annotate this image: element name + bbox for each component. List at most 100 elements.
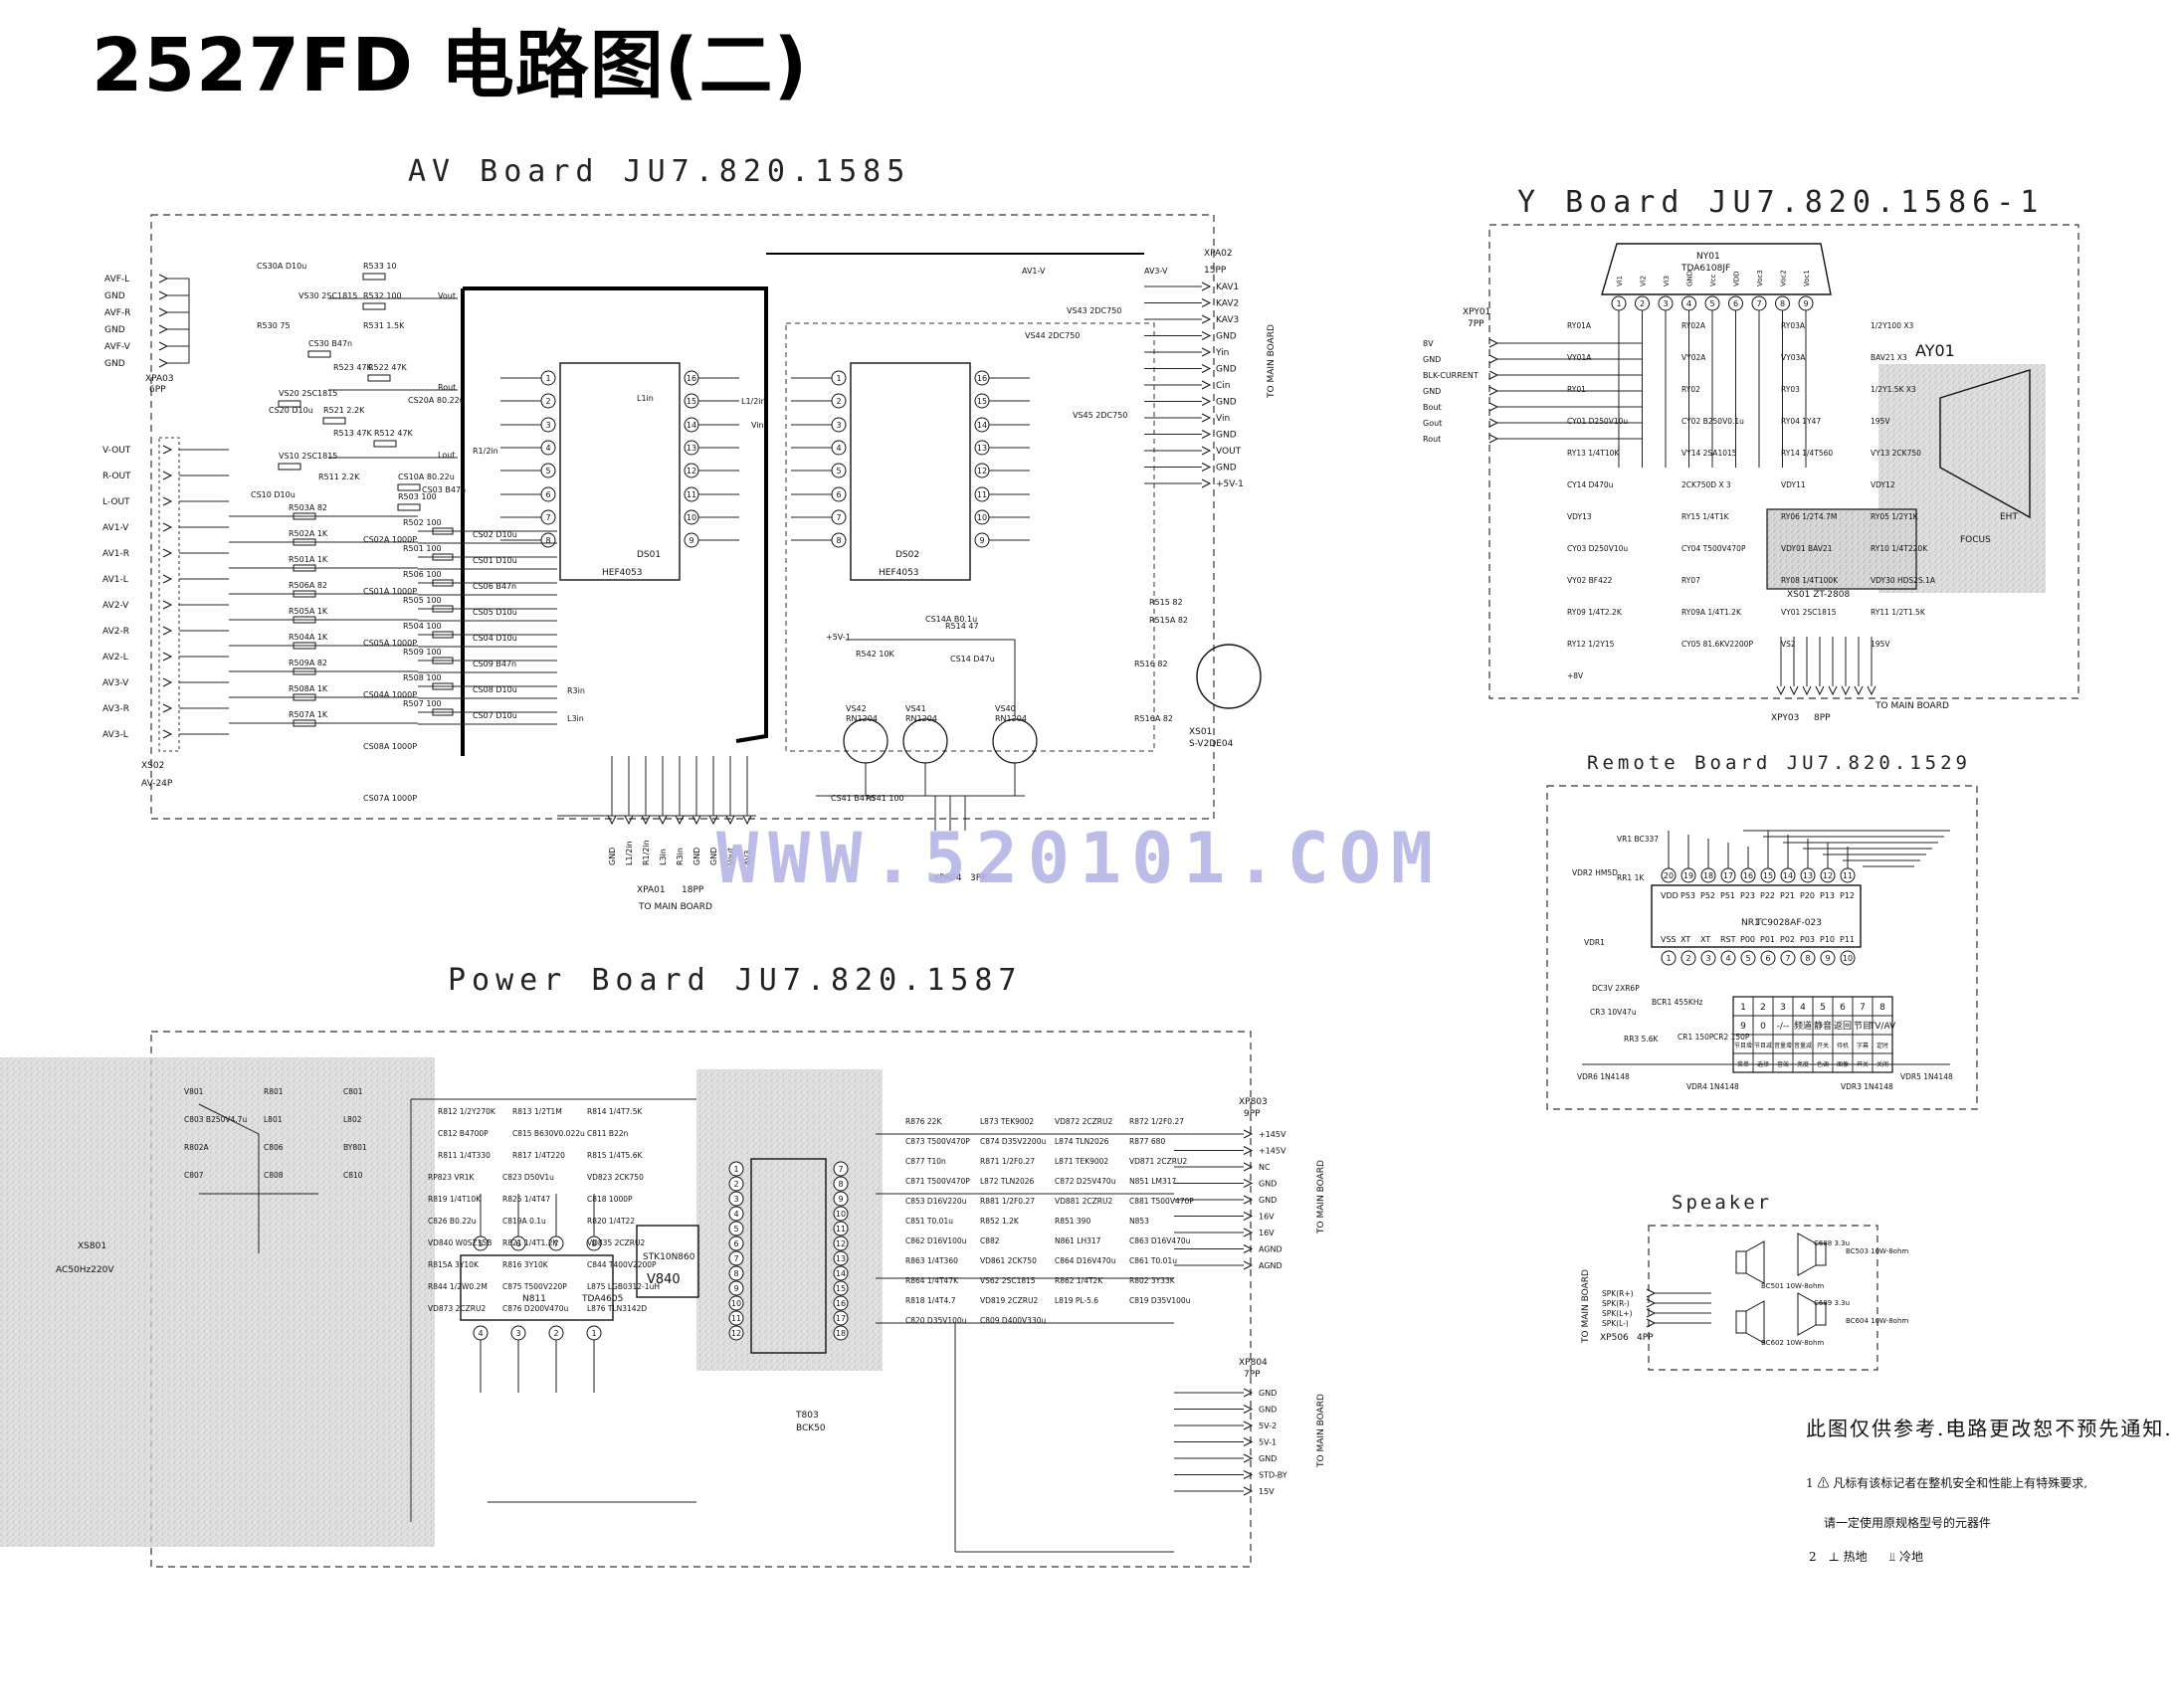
av-ic-pin-number: 12 [687, 467, 696, 475]
speaker-icon [1735, 1310, 1747, 1334]
speaker-cone-icon [1797, 1233, 1817, 1276]
power-part-label: L876 TLN3142D [587, 1304, 647, 1313]
remote-ic-top-label: P51 [1720, 891, 1735, 900]
y-part-label: VY02 BF422 [1567, 576, 1613, 585]
y-part-label: 2CK750D X 3 [1681, 480, 1731, 489]
transformer-pin [833, 1295, 849, 1311]
av-right-output-label: GND [1216, 398, 1237, 408]
y-part-label: RY01A [1567, 321, 1592, 330]
power-output2-label: 15V [1259, 1487, 1275, 1496]
connector-pin [1867, 685, 1876, 696]
av-resistor-label: R507A 1K [289, 710, 328, 719]
power-ic1-pin-number: 4 [478, 1329, 483, 1338]
av-bottom-connector-id: XPA01 [637, 885, 666, 895]
y-part-label: RY09A 1/4T1.2K [1681, 608, 1742, 617]
connector-pin [1243, 1405, 1254, 1414]
av-top-part-label: VS30 2SC1815 [298, 291, 357, 300]
av-mid-part-label: CS07 D10u [473, 711, 517, 720]
av-ic-pin-number: 4 [836, 444, 841, 453]
av-ic-pin-number: 4 [545, 444, 550, 453]
av-input-label: L-OUT [102, 497, 130, 507]
connector-pin [1243, 1179, 1254, 1188]
power-part-label: R864 1/4T47K [905, 1276, 959, 1285]
av-misc-part-label: CS41 B47n [831, 794, 875, 803]
y-ic-pin-label: GND [1686, 271, 1694, 286]
av-mid-part-label: R501 100 [403, 544, 442, 553]
power-input-label: AC50Hz220V [56, 1265, 114, 1275]
remote-ic-pin [1720, 950, 1736, 966]
keypad-key-label: 1 [1740, 1003, 1746, 1013]
connector-pin [1243, 1260, 1254, 1270]
power-part-label: R872 1/2F0.27 [1129, 1117, 1184, 1126]
keypad-key-label: 6 [1840, 1003, 1846, 1013]
connector-pin [158, 341, 169, 351]
power-part-label: C807 [184, 1171, 204, 1180]
connector-pin [162, 703, 173, 713]
power-to-main-1: TO MAIN BOARD [1316, 1160, 1326, 1234]
connector-pin [725, 815, 735, 826]
av-net-label: R1/2in [473, 447, 498, 456]
connector-pin [1243, 1195, 1254, 1205]
speaker-input-label: SPK(R+) [1602, 1289, 1634, 1298]
y-connector-pins: 7PP [1468, 319, 1484, 329]
connector-pin [1243, 1162, 1254, 1172]
remote-part-label: VDR3 1N4148 [1841, 1082, 1893, 1091]
resistor-symbol [322, 417, 346, 425]
remote-ic-pin-number: 16 [1743, 871, 1753, 880]
power-part-label: C826 B0.22u [428, 1217, 477, 1226]
av-ic-left [559, 362, 681, 581]
av-ic-pin-number: 16 [687, 374, 696, 383]
remote-part-label: CR3 10V47u [1590, 1008, 1637, 1017]
connector-pin [162, 600, 173, 610]
av-top-part-label: R511 2.2K [318, 473, 360, 481]
remote-ic-pin-number: 7 [1785, 954, 1790, 963]
remote-ic-top-label: P12 [1840, 891, 1855, 900]
svideo-socket [1196, 644, 1262, 709]
remote-ic-bottom-label: XT [1680, 935, 1690, 944]
power-part-label: C853 D16V220u [905, 1197, 967, 1206]
transformer-pin-number: 10 [731, 1299, 741, 1308]
av-bottom-pin-label: GND [709, 848, 718, 865]
connector-pin [162, 522, 173, 532]
av-bottom-pin-label: R3in [676, 848, 685, 865]
av-right-output-label: Yin [1215, 348, 1229, 358]
y-part-label: RY06 1/2T4.7M [1781, 512, 1837, 521]
connector-pin [158, 324, 169, 334]
connector-pin [1841, 685, 1851, 696]
power-part-label: VS62 2SC1815 [980, 1276, 1036, 1285]
remote-ic-pin [1740, 950, 1756, 966]
speaker-icon [1815, 1242, 1827, 1266]
y-part-label: VS2 [1781, 640, 1796, 649]
remote-ic-pin-number: 4 [1725, 954, 1730, 963]
keypad-key-label: 节目减 [1754, 1042, 1772, 1049]
transistor-label: VS42 [846, 704, 867, 713]
resistor-symbol [397, 503, 421, 511]
av-left-input-label: GND [104, 291, 125, 301]
y-to-main: TO MAIN BOARD [1875, 701, 1949, 711]
y-part-label: VDY12 [1871, 480, 1895, 489]
power-part-label: C877 T10n [905, 1157, 946, 1166]
y-part-label: RY02 [1681, 385, 1700, 394]
power-ic1-pin-number: 2 [553, 1329, 558, 1338]
power-part-label: N851 LM317 [1129, 1177, 1177, 1186]
av-right-output-label: GND [1216, 332, 1237, 342]
av-input-label: AV2-R [102, 627, 129, 637]
remote-part-label: VDR5 1N4148 [1900, 1072, 1953, 1081]
power-part-label: C876 D200V470u [502, 1304, 568, 1313]
y-part-label: RY05 1/2Y1K [1871, 512, 1919, 521]
av-ic-pin-number: 3 [836, 421, 841, 430]
remote-part-label: VDR2 HM5D [1572, 868, 1618, 877]
y-ic-pin-label: Voc2 [1780, 270, 1788, 286]
transformer-pin-number: 11 [731, 1314, 741, 1323]
remote-ic-pin-number: 11 [1843, 871, 1853, 880]
transformer-pin-number: 2 [733, 1180, 738, 1189]
connector-pin [675, 815, 685, 826]
connector-pin [1243, 1244, 1254, 1253]
y-ic-pin-label: Vi3 [1663, 276, 1671, 286]
av-input-label: AV3-R [102, 704, 129, 714]
